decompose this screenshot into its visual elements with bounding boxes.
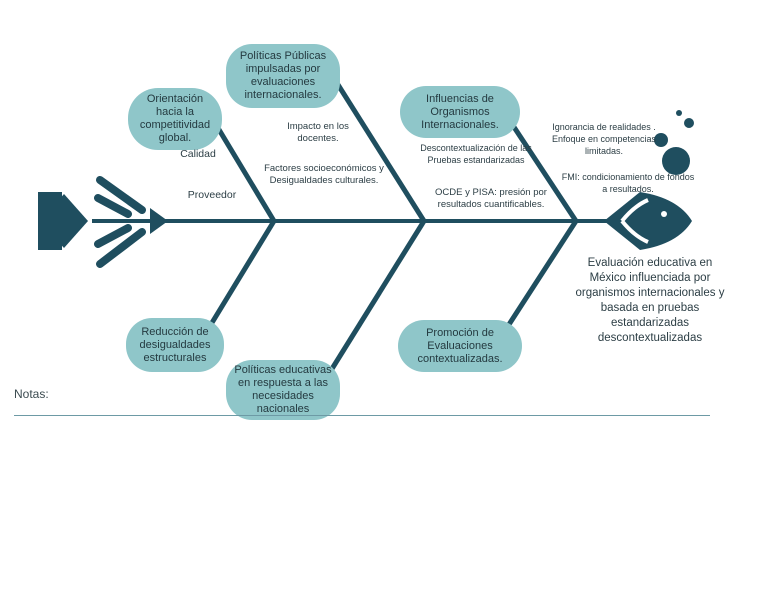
spine-arrow-tip bbox=[150, 208, 168, 234]
bone-upper-3 bbox=[505, 116, 579, 223]
label-proveedor: Proveedor bbox=[187, 189, 237, 201]
label-fmi: FMI: condicionamiento de fondos a result… bbox=[561, 172, 695, 194]
bubble-tiny bbox=[676, 110, 682, 116]
bubble-orientacion: Orientación hacia la competitividad glob… bbox=[128, 88, 222, 150]
head-eye bbox=[661, 211, 667, 217]
bubble-small bbox=[684, 118, 694, 128]
notes-label: Notas: bbox=[14, 387, 49, 401]
air-bubbles bbox=[654, 110, 694, 175]
bone-lower-2 bbox=[327, 219, 427, 374]
bone-lower-3 bbox=[505, 219, 579, 328]
tail-diamond bbox=[40, 194, 88, 248]
tail-stroke-upper-2 bbox=[94, 194, 132, 218]
label-factores: Factores socioeconómicos y Desigualdades… bbox=[264, 163, 384, 186]
notes-divider bbox=[14, 415, 710, 416]
tail-stroke-lower-1 bbox=[94, 224, 132, 248]
head-shape bbox=[604, 192, 692, 250]
tail-stroke-upper-1 bbox=[96, 176, 146, 214]
bubble-promocion: Promoción de Evaluaciones contextualizad… bbox=[398, 320, 522, 372]
label-descontextualizacion: Descontextualización de las Pruebas esta… bbox=[420, 143, 532, 165]
effect-statement: Evaluación educativa en México influenci… bbox=[575, 257, 725, 344]
bubble-reduccion: Reducción de desigualdades estructurales bbox=[126, 318, 224, 372]
label-calidad: Calidad bbox=[180, 148, 216, 160]
fish-tail bbox=[38, 176, 146, 268]
bubble-politicas-educativas: Políticas educativas en respuesta a las … bbox=[226, 360, 340, 420]
bone-upper-2 bbox=[327, 70, 427, 223]
tail-stroke-lower-2 bbox=[96, 228, 146, 268]
label-ignorancia: Ignorancia de realidades . Enfoque en co… bbox=[551, 122, 657, 156]
label-impacto: Impacto en los docentes. bbox=[287, 121, 349, 144]
bubble-politicas-publicas: Políticas Públicas impulsadas por evalua… bbox=[226, 44, 340, 108]
bone-lower-1 bbox=[207, 219, 277, 328]
bubble-medium bbox=[654, 133, 668, 147]
fish-head bbox=[604, 192, 692, 250]
bubble-influencias: Influencias de Organismos Internacionale… bbox=[400, 86, 520, 138]
label-ocde: OCDE y PISA: presión por resultados cuan… bbox=[435, 187, 547, 210]
bone-upper-1 bbox=[209, 116, 277, 223]
head-inner-curve bbox=[620, 198, 649, 244]
bubble-large bbox=[662, 147, 690, 175]
